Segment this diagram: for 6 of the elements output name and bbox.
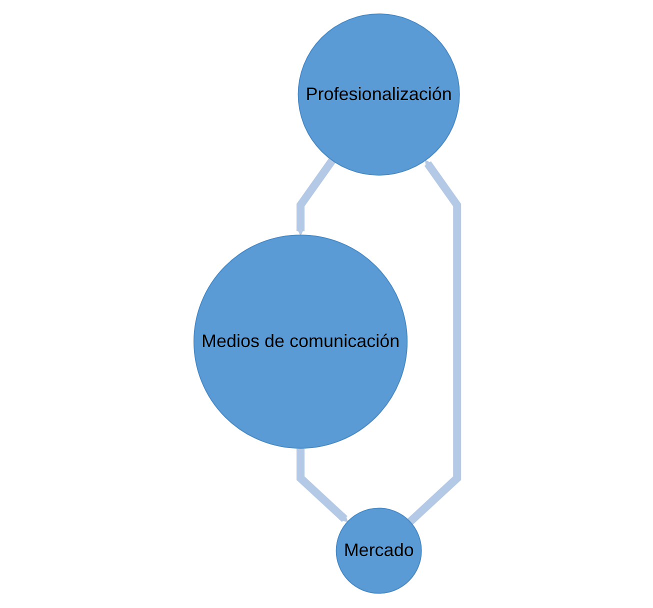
arrow — [296, 158, 336, 236]
node-circle: Mercado — [336, 508, 422, 594]
node-circle: Medios de comunicación — [193, 234, 408, 450]
arrow — [407, 160, 461, 526]
node-circle: Profesionalización — [298, 14, 460, 176]
arrow — [296, 448, 348, 523]
